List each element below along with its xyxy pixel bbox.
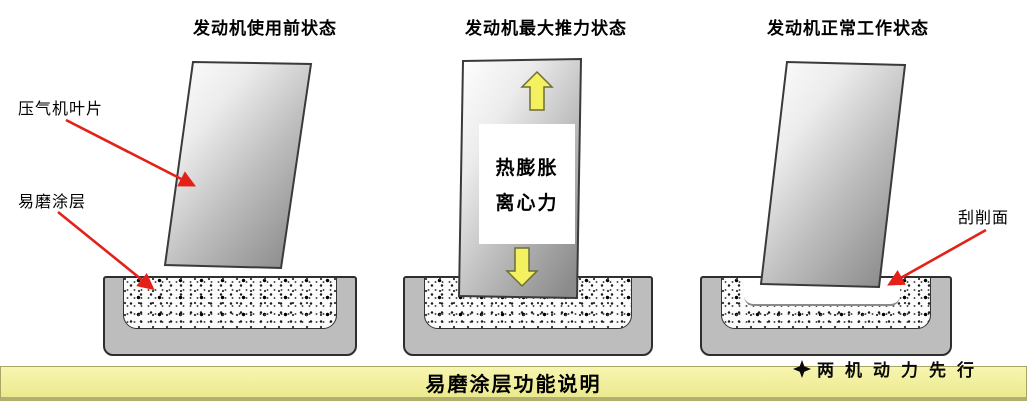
panel1-title: 发动机使用前状态: [193, 19, 337, 38]
compressor-blade-label: 压气机叶片: [18, 101, 104, 118]
brand-name: 两机动力先行: [817, 361, 985, 380]
force-text-box: 热膨胀 离心力: [479, 124, 575, 244]
force-line-thermal: 热膨胀: [495, 158, 559, 179]
panel2-title: 发动机最大推力状态: [465, 19, 627, 38]
abradable-coating-label: 易磨涂层: [18, 194, 87, 211]
brand-logo-icon: [793, 359, 811, 378]
compressor-blade-panel3: [759, 60, 907, 289]
abradable-coating-panel1: [123, 277, 337, 329]
scraped-surface-label: 刮削面: [958, 210, 1010, 227]
up-block-arrow-icon: [520, 70, 554, 111]
down-block-arrow-icon: [505, 247, 539, 288]
compressor-blade-panel1: [163, 60, 313, 270]
force-line-centrifugal: 离心力: [495, 193, 559, 214]
panel3-title: 发动机正常工作状态: [767, 19, 929, 38]
banner: 易磨涂层功能说明: [0, 366, 1027, 401]
banner-label: 易磨涂层功能说明: [425, 373, 602, 396]
brand-watermark: 两机动力先行: [793, 356, 985, 381]
